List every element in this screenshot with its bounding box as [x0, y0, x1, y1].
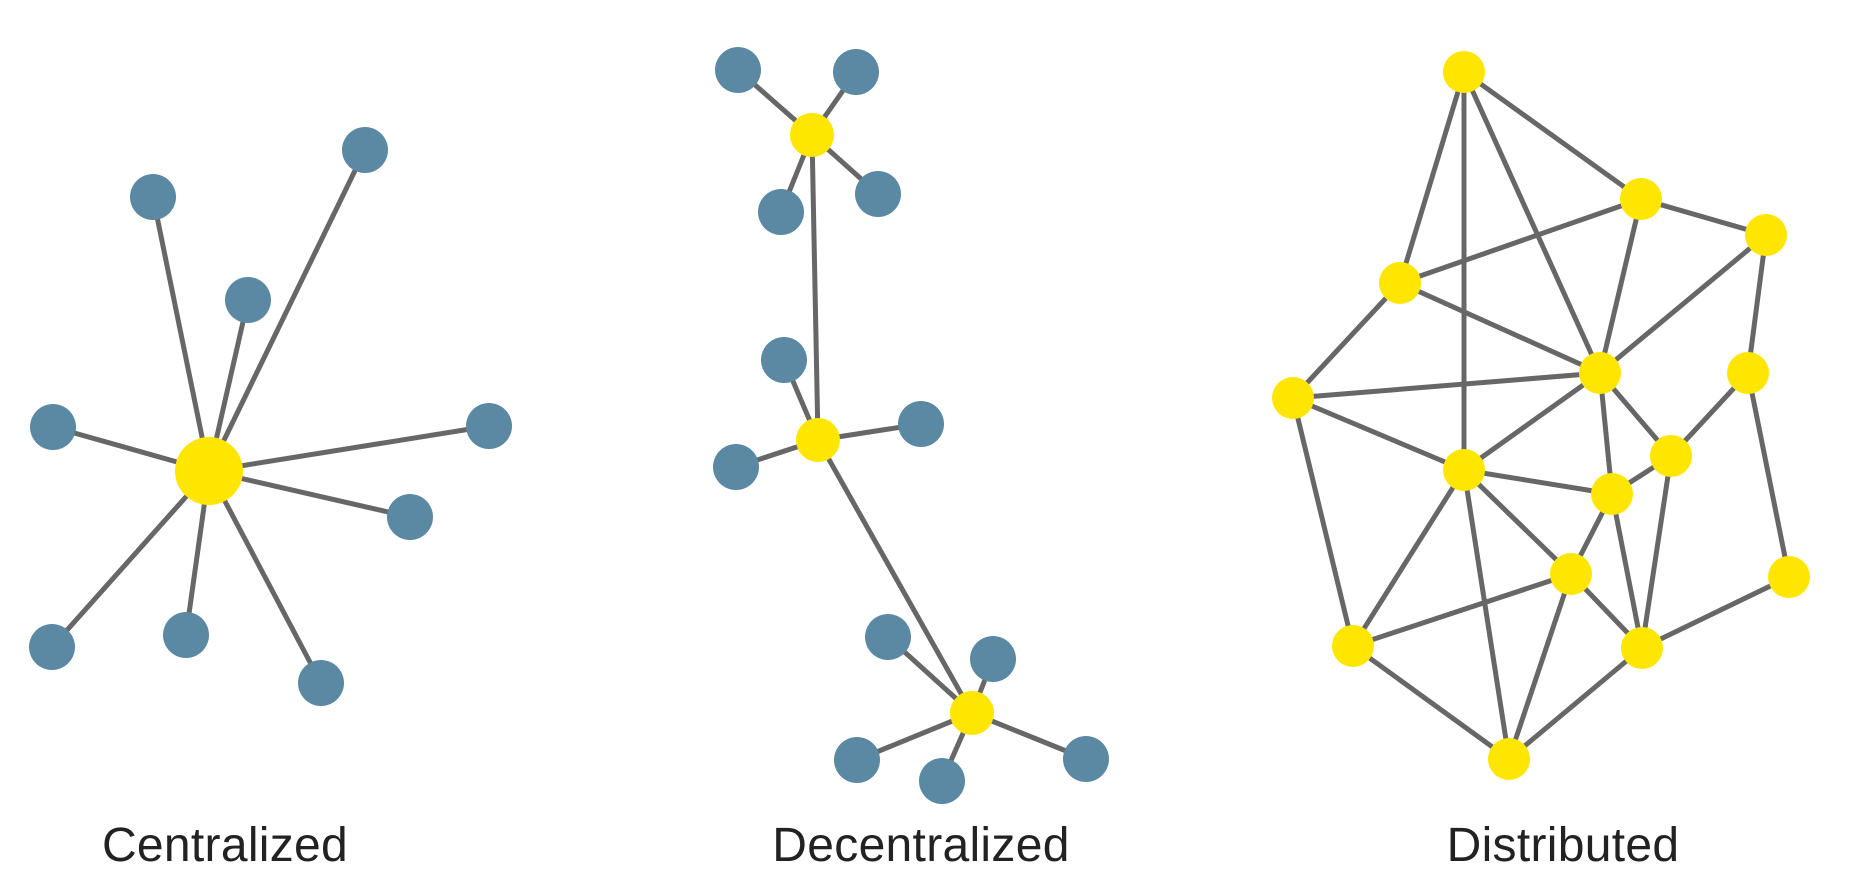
distributed-link-10 [1290, 280, 1403, 401]
distributed-hub-node-3 [1379, 262, 1421, 304]
distributed-link-16 [1290, 395, 1356, 649]
distributed-link-27 [1350, 571, 1574, 649]
distributed-hub-node-9 [1591, 473, 1633, 515]
decentralized-hub-node-9 [950, 691, 994, 735]
centralized-peer-node-5 [466, 403, 512, 449]
distributed-hub-node-11 [1768, 556, 1810, 598]
decentralized-hub-node-0 [790, 113, 834, 157]
distributed-link-5 [1397, 196, 1644, 286]
distributed-link-21 [1461, 467, 1615, 497]
centralized-peer-node-3 [225, 277, 271, 323]
decentralized-link-4 [809, 132, 821, 443]
centralized-peer-node-2 [342, 127, 388, 173]
decentralized-link-8 [815, 437, 975, 716]
distributed-link-20 [1639, 453, 1674, 651]
distributed-link-24 [1461, 467, 1512, 762]
decentralized-peer-node-1 [715, 47, 761, 93]
distributed-link-32 [1506, 645, 1645, 762]
distributed-network [1272, 51, 1810, 780]
distributed-hub-node-10 [1550, 553, 1592, 595]
distributed-link-30 [1639, 574, 1792, 651]
decentralized-peer-node-4 [855, 171, 901, 217]
distributed-hub-node-12 [1332, 625, 1374, 667]
distributed-hub-node-8 [1443, 449, 1485, 491]
distributed-hub-node-14 [1488, 738, 1530, 780]
distributed-hub-node-4 [1579, 352, 1621, 394]
decentralized-peer-node-11 [970, 636, 1016, 682]
distributed-link-7 [1597, 232, 1769, 376]
distributed-link-18 [1745, 370, 1792, 580]
distributed-link-1 [1397, 69, 1467, 286]
decentralized-peer-node-14 [1063, 736, 1109, 782]
distributed-link-4 [1638, 196, 1769, 238]
distributed-link-31 [1350, 643, 1512, 762]
decentralized-peer-node-2 [833, 49, 879, 95]
distributed-hub-node-1 [1620, 178, 1662, 220]
distributed-link-22 [1461, 467, 1574, 577]
decentralized-hub-node-5 [796, 418, 840, 462]
decentralized-peer-node-8 [713, 444, 759, 490]
distributed-link-9 [1397, 280, 1603, 376]
centralized-peer-node-4 [30, 404, 76, 450]
centralized-peer-node-7 [29, 624, 75, 670]
distributed-hub-node-0 [1443, 51, 1485, 93]
decentralized-peer-node-3 [758, 189, 804, 235]
centralized-link-8 [206, 468, 324, 686]
distributed-link-29 [1506, 571, 1574, 762]
distributed-link-23 [1350, 467, 1467, 649]
distributed-hub-node-13 [1621, 627, 1663, 669]
centralized-caption: Centralized [101, 819, 349, 872]
centralized-link-0 [150, 194, 212, 474]
decentralized-peer-node-12 [834, 737, 880, 783]
distributed-hub-node-5 [1272, 377, 1314, 419]
distributed-link-15 [1290, 395, 1467, 473]
distributed-link-8 [1745, 232, 1769, 376]
distributed-hub-node-2 [1745, 214, 1787, 256]
distributed-link-0 [1461, 69, 1644, 202]
distributed-link-11 [1290, 370, 1603, 401]
distributed-caption: Distributed [1446, 819, 1680, 872]
decentralized-peer-node-7 [898, 401, 944, 447]
decentralized-peer-node-10 [865, 614, 911, 660]
decentralized-caption: Decentralized [772, 819, 1070, 872]
distributed-link-3 [1461, 69, 1603, 376]
decentralized-peer-node-13 [919, 758, 965, 804]
centralized-network [29, 127, 512, 706]
distributed-link-12 [1461, 370, 1603, 473]
decentralized-peer-node-6 [761, 337, 807, 383]
decentralized-network [713, 47, 1109, 804]
distributed-hub-node-6 [1727, 352, 1769, 394]
centralized-link-6 [49, 468, 212, 650]
distributed-link-6 [1597, 196, 1644, 376]
distributed-hub-node-7 [1650, 435, 1692, 477]
centralized-peer-node-1 [130, 174, 176, 220]
distributed-link-26 [1609, 491, 1645, 651]
centralized-link-5 [206, 468, 413, 520]
centralized-hub-node-0 [175, 437, 243, 505]
centralized-link-1 [206, 147, 368, 474]
centralized-peer-node-6 [387, 494, 433, 540]
centralized-peer-node-8 [163, 612, 209, 658]
centralized-peer-node-9 [298, 660, 344, 706]
centralized-link-4 [206, 423, 492, 474]
